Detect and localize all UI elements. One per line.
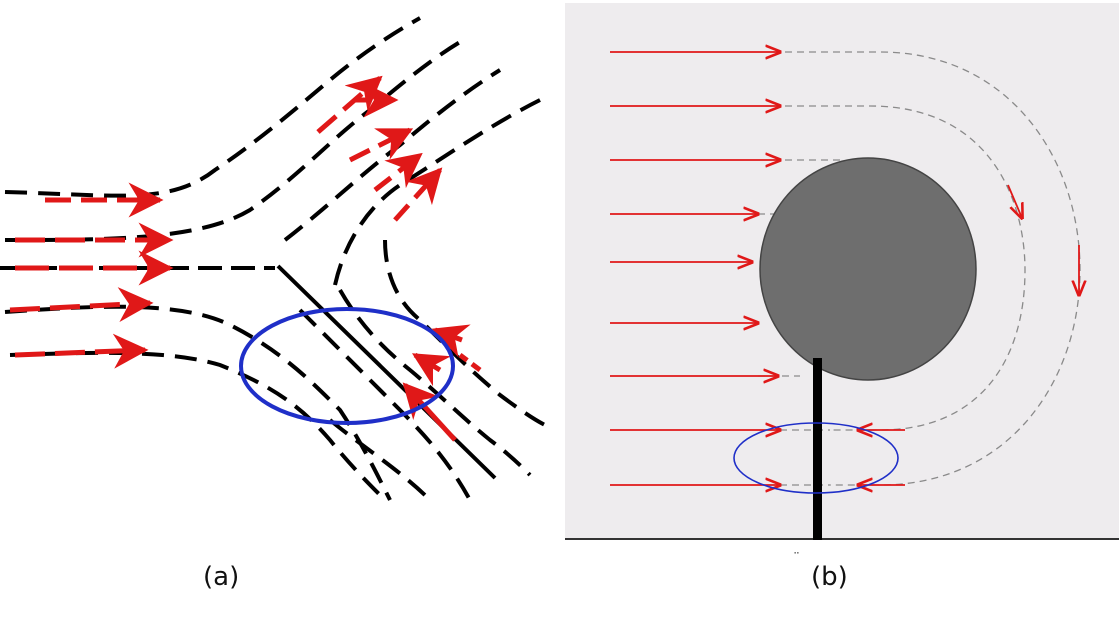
streamline-a10 bbox=[298, 308, 472, 501]
streamline-a5 bbox=[4, 304, 392, 501]
streamline-a8 bbox=[383, 239, 546, 427]
streamline-a1 bbox=[4, 16, 421, 198]
flow-arrow-a8 bbox=[373, 152, 423, 192]
streamline-a9 bbox=[338, 289, 532, 477]
panel-a-upper-streamlines bbox=[4, 16, 541, 286]
backflow-arrow-a1 bbox=[402, 382, 457, 442]
dividing-wall bbox=[276, 264, 497, 480]
panel-a-flow-arrows bbox=[9, 75, 482, 442]
panel-a-stagnation-lines bbox=[0, 264, 497, 480]
streamline-a7 bbox=[328, 418, 432, 502]
guide-arc-middle bbox=[785, 105, 1026, 431]
panel-b-vortex-highlight bbox=[733, 422, 899, 494]
guide-arc-outer bbox=[785, 51, 1081, 486]
panel-b-caption: (b) bbox=[811, 562, 848, 592]
flow-arrow-a7 bbox=[348, 127, 414, 163]
panel-a-vortex-highlight bbox=[239, 307, 455, 425]
panel-b-splitter-plate bbox=[813, 358, 822, 540]
panel-b-flow-arrows bbox=[610, 52, 1079, 485]
panel-b-diagram bbox=[565, 3, 1119, 540]
streamline-a6 bbox=[9, 350, 387, 502]
backflow-arrow-a2 bbox=[411, 352, 452, 387]
streamline-a4 bbox=[333, 98, 541, 286]
flow-arrow-a4 bbox=[9, 287, 154, 323]
streamline-a2 bbox=[4, 40, 462, 242]
flow-arrow-a9 bbox=[393, 167, 443, 222]
flow-arrow-b10 bbox=[1007, 184, 1022, 218]
panel-b-obstacle bbox=[759, 157, 977, 381]
panel-a-diagram bbox=[0, 16, 546, 502]
panel-a-caption: (a) bbox=[203, 562, 240, 592]
panel-b-caption-mark: ¨ bbox=[793, 551, 800, 567]
backflow-arrow-a3 bbox=[431, 324, 471, 358]
backflow-arrow-a4 bbox=[458, 353, 482, 372]
panel-a-lower-streamlines bbox=[4, 239, 546, 502]
flow-arrow-a6 bbox=[316, 75, 383, 134]
flow-arrow-a5 bbox=[14, 333, 149, 369]
